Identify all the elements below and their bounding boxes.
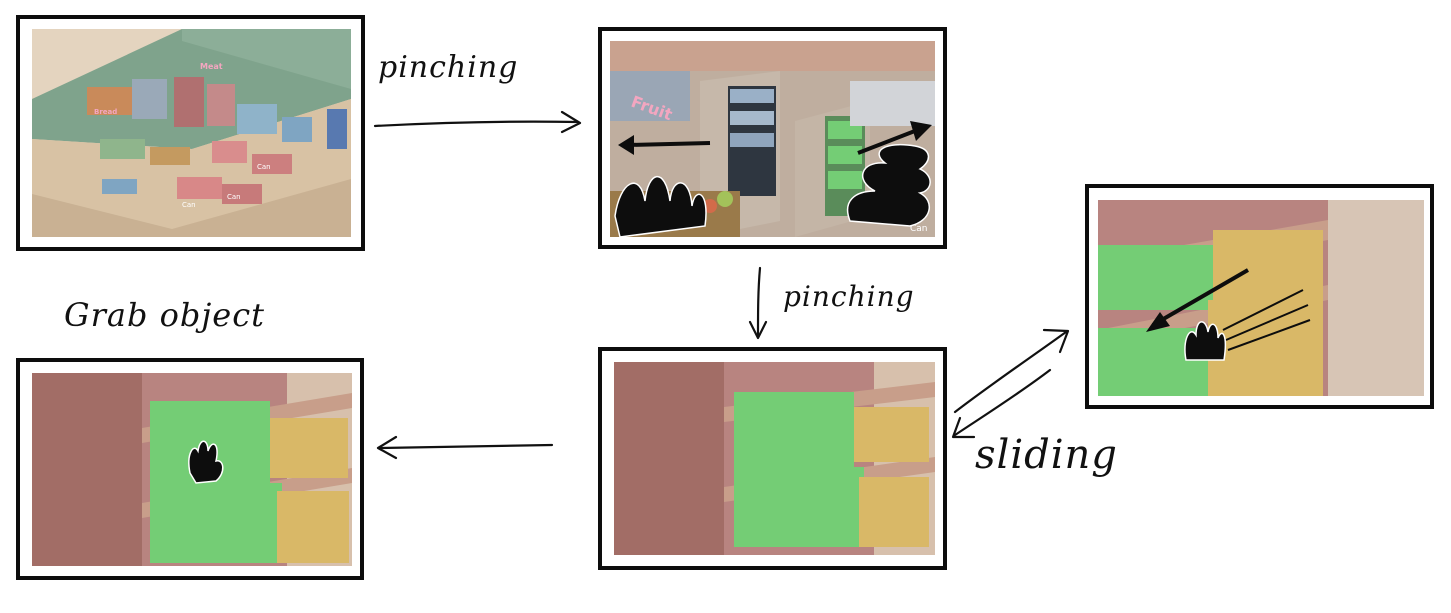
label-grab-object: Grab object: [64, 296, 265, 334]
aisle-zoom-image: Fruit Can: [610, 41, 935, 237]
grab-object-panel: [16, 358, 364, 580]
pinch-zoom-panel: Fruit Can: [598, 27, 947, 249]
arrow-pinch-to-zoomed: [748, 266, 768, 340]
sign-meat: Meat: [200, 62, 223, 71]
zoomed-shelf-panel: [598, 347, 947, 570]
store-overview-panel: Meat Bread Can Can Can: [16, 15, 365, 251]
hand-grab-icon: [188, 440, 224, 484]
sign-can-2: Can: [182, 201, 196, 209]
shelf-slide-image: [1098, 200, 1424, 396]
hand-pinch-left-icon: [614, 175, 707, 237]
sign-can-1: Can: [257, 163, 271, 171]
label-pinching-top: pinching: [378, 50, 519, 85]
arrow-sliding-bidirectional: [951, 328, 1070, 439]
hand-pinch-right-icon: [846, 143, 931, 227]
sign-can-zoom: Can: [910, 224, 928, 234]
sign-can-3: Can: [227, 193, 241, 201]
arrow-zoomed-to-grab: [376, 435, 554, 460]
label-pinching-right: pinching: [783, 280, 915, 313]
sign-bread: Bread: [94, 108, 117, 116]
store-overview-image: Meat Bread Can Can Can: [32, 29, 351, 237]
shelf-grab-image: [32, 373, 352, 566]
label-sliding: sliding: [975, 432, 1118, 478]
hand-slide-icon: [1184, 321, 1227, 361]
arrow-overview-to-pinch: [373, 110, 582, 134]
shelf-zoom-image: [614, 362, 935, 555]
sliding-panel: [1085, 184, 1434, 409]
